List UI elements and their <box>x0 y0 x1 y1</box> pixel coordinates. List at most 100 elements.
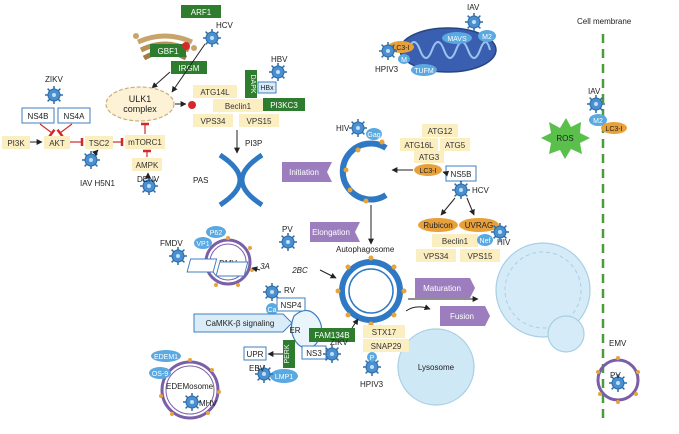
tufm-label: TUFM <box>414 68 434 75</box>
lmp1-label: LMP1 <box>275 374 293 381</box>
ns4b-label: NS4B <box>28 112 49 121</box>
ulk1-label-1: ULK1 <box>129 94 152 104</box>
lmp1-badge <box>270 369 298 383</box>
mhv-label: MHV <box>199 399 217 408</box>
edemosome-vesicle <box>159 358 221 420</box>
vp1-label: VP1 <box>196 241 209 248</box>
m2-right-badge <box>589 114 607 126</box>
vps34-b-label: VPS34 <box>424 252 449 261</box>
ros-burst-icon <box>541 118 590 159</box>
initiation-label: Initiation <box>289 168 319 177</box>
atg16l-label: ATG16L <box>404 141 434 150</box>
arrow-ns5b-lc3 <box>442 170 450 177</box>
maturation-banner <box>415 278 475 298</box>
tsc2-box <box>85 136 113 149</box>
iav-top-label: IAV <box>467 3 480 12</box>
perk-box <box>283 340 295 368</box>
ca-badge <box>266 303 278 315</box>
nsp4-label: NSP4 <box>281 301 302 310</box>
pv-label: PV <box>282 225 293 234</box>
ulk1-label-2: complex <box>123 104 157 114</box>
mavs-badge <box>442 32 472 44</box>
os9-badge <box>149 367 171 379</box>
ros-label: ROS <box>556 134 573 143</box>
lysosome-label: Lysosome <box>418 363 455 372</box>
mavs-label: MAVS <box>447 36 467 43</box>
lc3i-top-label: LC3-I <box>392 45 409 52</box>
atg3-box <box>414 151 444 163</box>
lc3i-right-badge <box>601 122 627 134</box>
uvrag-label: UVRAG <box>465 221 493 230</box>
iav-top-virus-icon <box>464 12 484 32</box>
zikv-bottom-label: ZIKV <box>330 338 348 347</box>
rubicon-badge <box>418 218 458 232</box>
hbx-box <box>257 81 277 94</box>
ebv-label: EBV <box>249 364 266 373</box>
os9-label: OS-9 <box>152 371 168 378</box>
p3a-label: 3A <box>260 262 270 271</box>
phospho-beclin1 <box>188 101 196 109</box>
m-label: M <box>401 57 407 64</box>
ns4b-box <box>21 107 55 124</box>
hbx-label: HBx <box>260 85 274 92</box>
cell-membrane-label: Cell membrane <box>577 17 632 26</box>
arf1-box <box>181 5 221 18</box>
snap29-label: SNAP29 <box>371 342 402 351</box>
phagophore-membrane <box>339 139 388 204</box>
ampk-box <box>132 158 162 171</box>
p62-label: P62 <box>210 230 223 237</box>
pas-label: PAS <box>193 176 208 185</box>
maturation-label: Maturation <box>423 284 461 293</box>
autophagosome-label: Autophagosome <box>336 245 395 254</box>
mtorc1-label: mTORC1 <box>128 138 162 147</box>
atg14l-box <box>193 85 237 98</box>
gag-label: Gag <box>367 132 380 139</box>
camkk-banner <box>193 313 293 333</box>
hiv-right-label: HIV <box>497 238 511 247</box>
arrow-hcv-ulk1 <box>171 43 206 93</box>
pv-virus-icon <box>278 232 298 252</box>
camkk-label: CaMKK-β signaling <box>206 319 275 328</box>
dapk-label: DAPK <box>249 74 256 93</box>
p2bc-box <box>215 261 249 277</box>
gbf1-label: GBF1 <box>158 47 179 56</box>
tufm-badge <box>411 64 437 76</box>
vp1-badge <box>194 237 212 249</box>
ampk-label: AMPK <box>136 161 159 170</box>
m-badge <box>398 54 410 64</box>
pas-membrane <box>218 152 264 208</box>
mtorc1-box <box>125 135 165 149</box>
arrow-hcv-uvrag <box>466 197 475 216</box>
pi3k-box <box>2 136 30 149</box>
fusion-label: Fusion <box>450 312 474 321</box>
perk-label: PERK <box>284 344 291 363</box>
akt-box <box>44 136 70 149</box>
iav-right-label: IAV <box>588 87 601 96</box>
rubicon-label: Rubicon <box>423 221 452 230</box>
arrow-iav-tsc2 <box>92 149 99 156</box>
edem1-label: EDEM1 <box>154 354 178 361</box>
vps34-b-box <box>416 249 456 262</box>
hpiv3-top-label: HPIV3 <box>375 65 399 74</box>
p62-badge <box>206 226 226 238</box>
beclin1-b-label: Beclin1 <box>442 237 469 246</box>
lysosome <box>397 328 475 406</box>
fmdv-virus-icon <box>168 246 188 266</box>
hcv-mid-label: HCV <box>472 186 490 195</box>
edemosome-label: EDEMosome <box>166 382 214 391</box>
lc3i-top-badge <box>388 41 414 53</box>
arrow-hcv-rubicon <box>440 197 456 216</box>
atg12-label: ATG12 <box>428 127 453 136</box>
mitochondrion-icon <box>399 27 497 73</box>
edem1-badge <box>151 350 181 362</box>
zikv-top-label: ZIKV <box>45 75 63 84</box>
vps15-b-label: VPS15 <box>468 252 493 261</box>
hiv-left-virus-icon <box>348 118 368 138</box>
atg5-label: ATG5 <box>445 141 466 150</box>
vps34-top-box <box>193 114 233 127</box>
pi3k-label: PI3K <box>7 139 25 148</box>
emv-label: EMV <box>609 339 627 348</box>
arrow-fusion <box>405 304 431 312</box>
hcv-mid-virus-icon <box>451 180 471 200</box>
rv-label: RV <box>284 286 296 295</box>
